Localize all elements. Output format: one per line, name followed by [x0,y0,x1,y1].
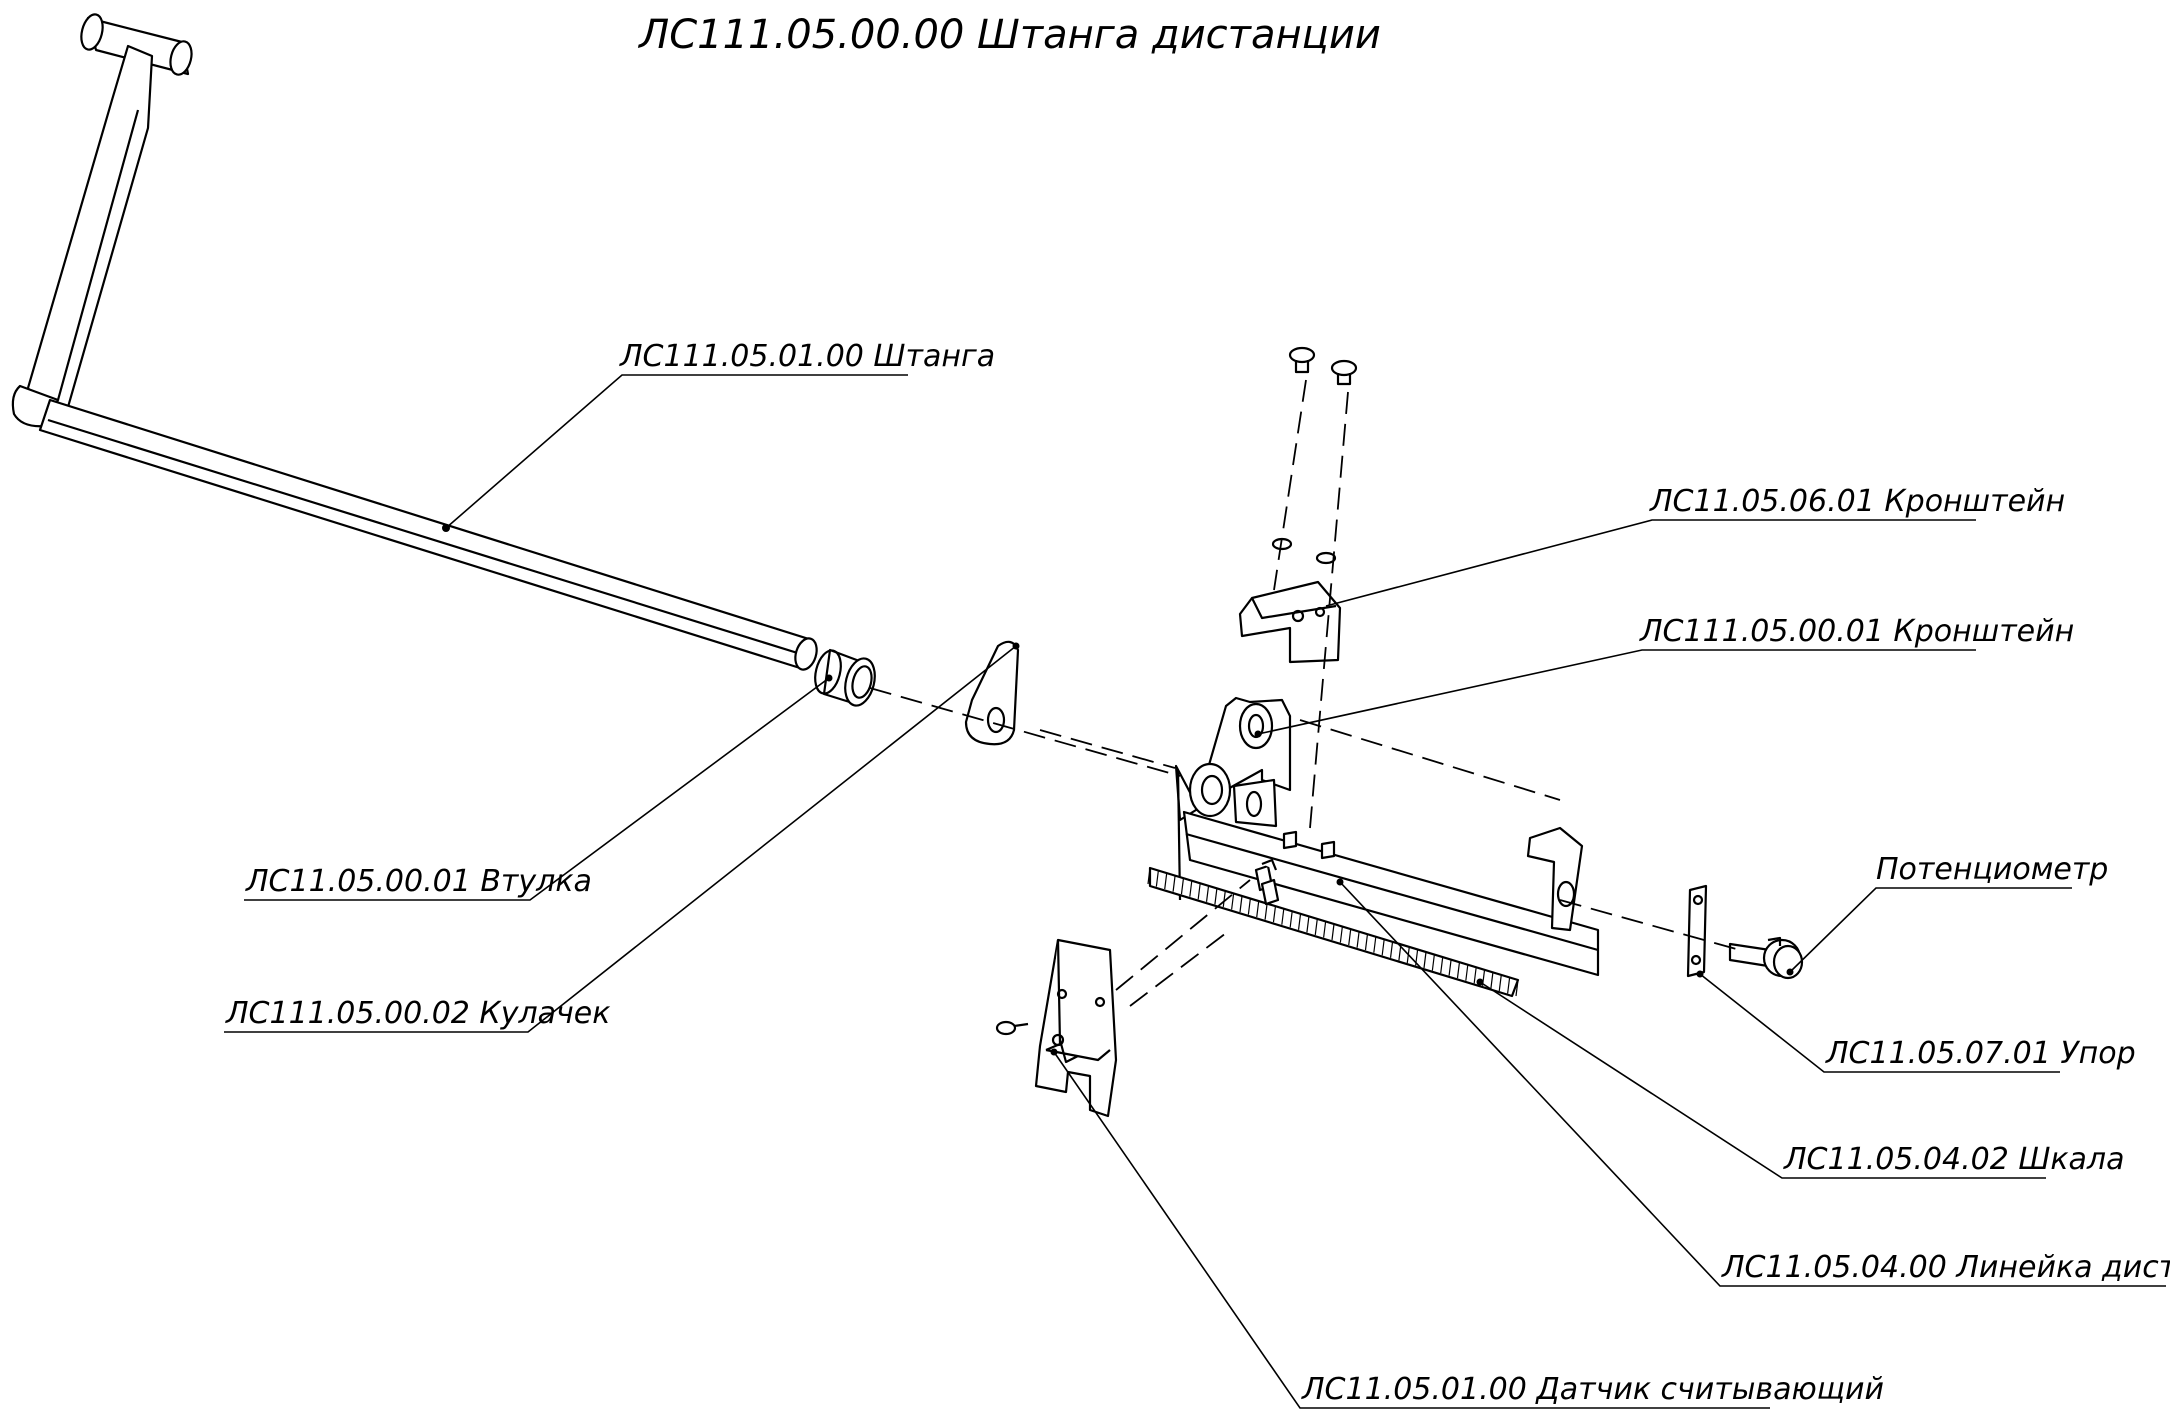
scale-tooth [1431,954,1435,971]
scale-tooth [1214,888,1218,905]
scale-tooth [1515,979,1519,997]
scale-tooth [1297,913,1302,930]
scale-tooth [1239,895,1243,913]
scale-tooth [1323,921,1327,938]
scale-tooth [1172,875,1176,892]
callout-bracket-main-label: ЛС111.05.00.01 Кронштейн [1639,614,2074,649]
scale-tooth [1272,906,1277,923]
callout-potentiometer: Потенциометр [1789,852,2108,973]
callout-stop-label: ЛС11.05.07.01 Упор [1825,1036,2136,1071]
assembly-axes [869,379,1741,1007]
ruler-part [1182,810,1600,977]
scale-tooth [1264,903,1268,920]
scale-tooth [1356,931,1360,948]
scale-tooth [1456,962,1461,979]
scale-tooth [1339,926,1343,943]
scale-tooth [1373,936,1377,953]
callout-rod-label: ЛС111.05.01.00 Штанга [619,339,995,374]
scale-tooth [1364,934,1369,951]
scale-tooth [1256,901,1260,918]
callout-bracket-top-label: ЛС11.05.06.01 Кронштейн [1649,484,2065,519]
scale-tooth [1381,939,1385,956]
scale-tooth [1289,911,1293,928]
rod-part [11,13,818,671]
drawing-title: ЛС111.05.00.00 Штанга дистанции [637,12,1381,58]
scale-tooth [1465,964,1469,981]
scale-tooth [1507,977,1511,994]
callout-cam-label: ЛС111.05.00.02 Кулачек [225,996,610,1031]
scale-tooth [1155,870,1159,887]
scale-tooth [1306,916,1310,933]
screws-part [1271,346,1358,565]
callout-sensor: ЛС11.05.01.00 Датчик считывающий [1053,1051,1884,1409]
callout-scale: ЛС11.05.04.02 Шкала [1479,981,2125,1179]
potentiometer-part [1728,936,1804,980]
callout-bracket-main: ЛС111.05.00.01 Кронштейн [1257,614,2074,735]
scale-tooth [1147,867,1151,885]
bushing-part [814,648,876,707]
callout-rod: ЛС111.05.01.00 Штанга [445,339,995,529]
callout-bushing: ЛС11.05.00.01 Втулка [244,677,830,901]
scale-tooth [1473,967,1477,984]
callout-bracket-top: ЛС11.05.06.01 Кронштейн [1325,484,2065,607]
callout-sensor-label: ЛС11.05.01.00 Датчик считывающий [1301,1372,1884,1407]
callout-ruler-label: ЛС11.05.04.00 Линейка дистанции [1721,1250,2170,1285]
scale-part [1147,858,1520,998]
scale-tooth [1281,908,1285,925]
sensor-part [995,938,1118,1118]
scale-tooth [1205,885,1210,902]
callout-ruler: ЛС11.05.04.00 Линейка дистанции [1339,881,2170,1287]
scale-tooth [1164,873,1168,890]
main-bracket-part [1174,696,1292,901]
callout-bushing-label: ЛС11.05.00.01 Втулка [245,864,592,899]
small-bracket-part [1238,580,1342,664]
scale-tooth [1490,972,1494,989]
scale-tooth [1498,974,1502,991]
callout-potentiometer-label: Потенциометр [1876,852,2108,887]
scale-tooth [1314,918,1318,935]
scale-tooth [1423,951,1427,969]
scale-tooth [1389,941,1394,958]
scale-tooth [1247,898,1251,915]
scale-tooth [1331,923,1335,941]
callout-scale-label: ЛС11.05.04.02 Шкала [1783,1142,2125,1177]
scale-tooth [1231,893,1235,910]
callout-cam: ЛС111.05.00.02 Кулачек [224,645,1017,1033]
scale-tooth [1348,929,1352,946]
stop-part [1686,884,1708,978]
scale-tooth [1197,883,1201,900]
callout-stop: ЛС11.05.07.01 Упор [1699,973,2136,1073]
scale-tooth [1222,890,1226,907]
scale-tooth [1448,959,1452,976]
scale-tooth [1180,878,1185,895]
scale-tooth [1189,880,1193,897]
scale-tooth [1440,957,1444,974]
